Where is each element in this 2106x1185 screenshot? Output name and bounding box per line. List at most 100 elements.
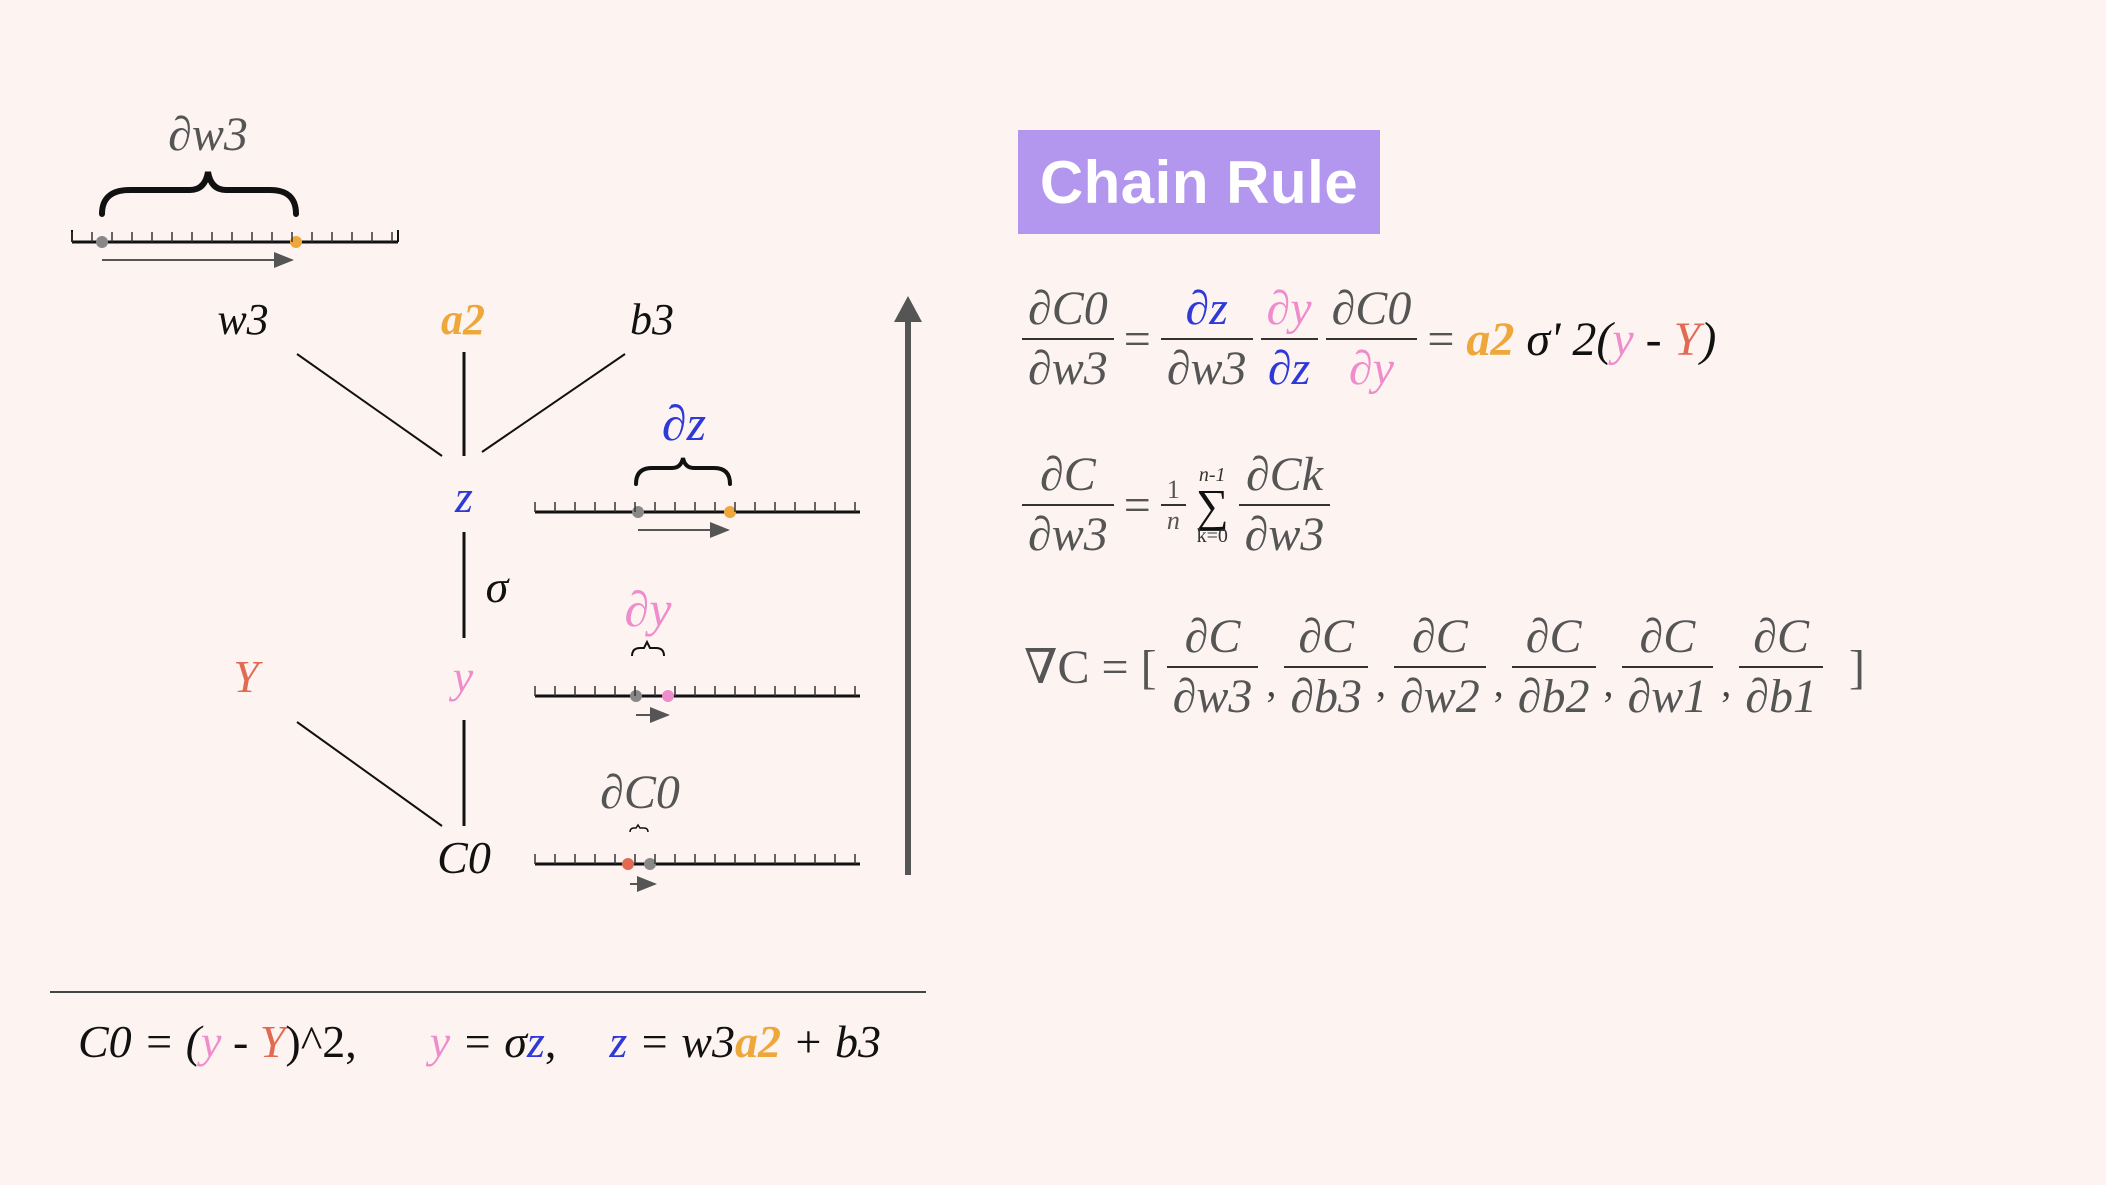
gradient-term: ∂C ∂b3: [1284, 610, 1369, 724]
numerator: ∂C: [1298, 610, 1355, 663]
c0-brace: [629, 823, 649, 833]
denominator: ∂w3: [1244, 508, 1325, 562]
comma: ,: [1603, 659, 1614, 705]
forward-equations: C0 = (y - Y)^2, y = σz, z = w3a2 + b3: [78, 1015, 881, 1068]
a2-symbol: a2: [735, 1016, 781, 1067]
fraction-bar: [1160, 338, 1253, 341]
numerator: ∂C: [1184, 610, 1241, 663]
c0-end-dot: [622, 858, 634, 870]
numerator: ∂C0: [1028, 282, 1108, 335]
node-a2: a2: [441, 295, 485, 344]
y-number-line: ∂y: [535, 581, 860, 723]
fraction-bar: [1284, 666, 1369, 669]
c0-symbol: C0: [78, 1016, 132, 1067]
summation: n-1 ∑ k=0: [1196, 465, 1229, 546]
numerator: ∂C: [1412, 610, 1468, 663]
numerator: ∂C: [1040, 448, 1096, 501]
z-end-dot: [724, 506, 736, 518]
gradient-terms: ∂C∂w3,∂C∂b3,∂C∂w2,∂C∂b2,∂C∂w1,∂C∂b1: [1163, 610, 1827, 724]
y-end-dot: [662, 690, 674, 702]
comma: ,: [1266, 659, 1277, 705]
eq-part: = σ: [450, 1016, 527, 1067]
delta-z-label: ∂z: [662, 395, 706, 451]
denominator: ∂b1: [1745, 670, 1817, 724]
fraction-dC0-dy: ∂C0 ∂y: [1325, 282, 1418, 396]
title-box: Chain Rule: [1018, 130, 1380, 234]
chain-rule-equation: ∂C0 ∂w3 = ∂z ∂w3 ∂y ∂z ∂C0 ∂y = a2 σ' 2(…: [1018, 282, 1722, 396]
delta-c0-label: ∂C0: [600, 766, 680, 819]
node-w3: w3: [217, 295, 268, 344]
eq-part: = (: [131, 1016, 202, 1067]
node-sigma: σ: [486, 561, 511, 612]
Y-term: Y: [1673, 312, 1701, 366]
delta-y-label: ∂y: [625, 581, 673, 637]
eq-part: = w3: [627, 1016, 735, 1067]
fraction-bar: [1325, 338, 1418, 341]
comma: ,: [1721, 659, 1732, 705]
w3-number-line: ∂w3: [71, 108, 399, 268]
average-cost-equation: ∂C ∂w3 = 1 n n-1 ∑ k=0 ∂Ck ∂w3: [1018, 448, 1334, 562]
w3-start-dot: [96, 236, 108, 248]
fraction-dC0-dw3: ∂C0 ∂w3: [1022, 282, 1114, 396]
sigma-prime-term: σ' 2(: [1526, 312, 1613, 366]
z-symbol: z: [609, 1016, 628, 1067]
fraction-bar: [1739, 666, 1823, 669]
numerator: ∂C: [1525, 610, 1582, 663]
minus-sign: -: [1633, 312, 1674, 366]
numerator: ∂Ck: [1245, 448, 1323, 501]
graph-edges: [296, 352, 626, 827]
y-term: y: [1612, 312, 1634, 366]
y-brace: [631, 639, 665, 657]
z-number-line: ∂z: [535, 395, 860, 538]
numerator: ∂C0: [1331, 282, 1412, 335]
denominator: n: [1166, 506, 1180, 536]
comma: ,: [544, 1016, 557, 1067]
comma: ,: [1376, 659, 1387, 705]
delta-w3-label: ∂w3: [168, 108, 248, 161]
denominator: ∂w1: [1627, 670, 1708, 724]
fraction-dy-dz: ∂y ∂z: [1260, 282, 1318, 396]
sum-lower-limit: k=0: [1196, 525, 1228, 548]
denominator: ∂w3: [1028, 342, 1108, 396]
close-paren: ): [1700, 312, 1717, 366]
y-symbol: y: [201, 1016, 222, 1067]
denominator: ∂w2: [1400, 670, 1480, 724]
fraction-bar: [1238, 504, 1331, 507]
equals-sign: =: [1123, 478, 1151, 532]
gradient-term: ∂C ∂w1: [1621, 610, 1714, 724]
denominator: ∂y: [1348, 342, 1394, 396]
a2-term: a2: [1466, 312, 1515, 366]
c0-start-dot: [644, 858, 656, 870]
z-start-dot: [632, 506, 644, 518]
node-Y: Y: [233, 651, 263, 702]
numerator: ∂y: [1266, 282, 1312, 335]
numerator: ∂C: [1639, 610, 1696, 663]
comma: ,: [1493, 659, 1504, 705]
denominator: ∂z: [1267, 342, 1311, 396]
y-start-dot: [630, 690, 642, 702]
node-z: z: [454, 471, 473, 522]
page-title: Chain Rule: [1039, 148, 1359, 216]
number-line-ticks: [71, 232, 856, 864]
gradient-vector: ∇C = [ ∂C∂w3,∂C∂b3,∂C∂w2,∂C∂b2,∂C∂w1,∂C∂…: [1018, 610, 1871, 724]
fraction-bar: [1166, 666, 1259, 669]
gradient-term: ∂C∂b2: [1511, 610, 1596, 723]
gradient-term: ∂C∂w3: [1166, 610, 1259, 723]
c0-number-line: ∂C0: [535, 766, 860, 892]
denominator: ∂w3: [1166, 342, 1247, 396]
fraction-bar: [1160, 504, 1186, 507]
fraction-bar: [1621, 666, 1714, 669]
gradient-close-bracket: ]: [1848, 640, 1865, 694]
w3-end-dot: [290, 236, 302, 248]
power-part: )^2,: [285, 1016, 357, 1067]
w3-brace: [99, 171, 299, 217]
result-expression: a2 σ' 2(y - Y): [1466, 312, 1716, 367]
denominator: ∂w3: [1028, 508, 1108, 562]
fraction-dz-dw3: ∂z ∂w3: [1160, 283, 1253, 396]
minus-sign: -: [221, 1016, 260, 1067]
denominator: ∂b3: [1290, 670, 1363, 724]
equals-sign: =: [1427, 312, 1455, 366]
gradient-term: ∂C∂b1: [1739, 611, 1823, 724]
sigma-sum-icon: ∑: [1195, 479, 1229, 531]
